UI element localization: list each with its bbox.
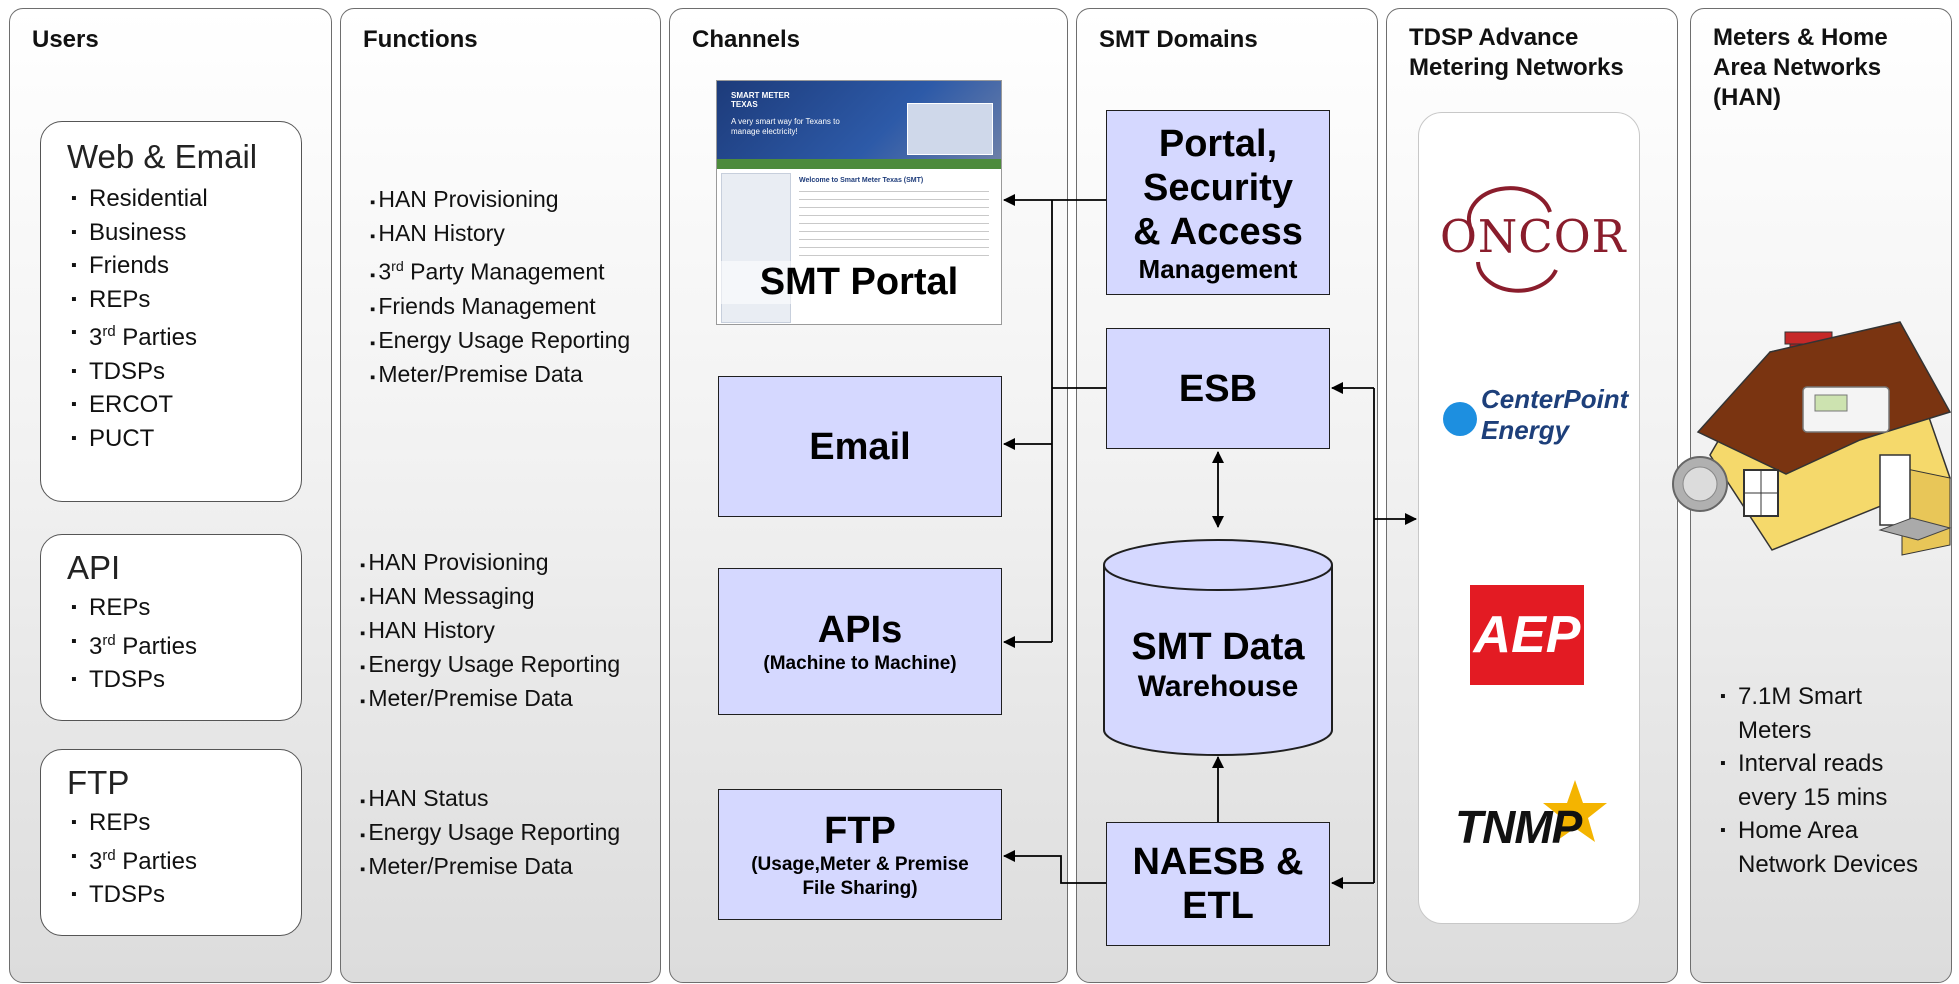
naesb-line2: ETL: [1182, 885, 1254, 927]
warehouse-line2: Warehouse: [1137, 670, 1299, 703]
api-users-box: API REPs 3rd Parties TDSPs: [40, 534, 302, 721]
oncor-label: ONCOR: [1440, 210, 1627, 263]
portal-security-line1: Portal,: [1158, 122, 1278, 165]
list-item: TDSPs: [71, 663, 197, 697]
list-item: Friends: [71, 249, 208, 283]
list-item: 7.1M Smart Meters: [1720, 680, 1935, 747]
portal-text-lines: [799, 191, 989, 261]
apis-label: APIs: [817, 608, 903, 651]
list-item: REPs: [71, 283, 208, 317]
list-item: TDSPs: [71, 355, 208, 389]
meters-facts-list: 7.1M Smart Meters Interval reads every 1…: [1720, 680, 1935, 881]
list-item: HAN Provisioning: [350, 547, 650, 581]
list-item: HAN Provisioning: [360, 184, 660, 218]
channels-column-title: Channels: [692, 26, 801, 53]
portal-brand: SMART METER TEXAS: [731, 91, 790, 109]
list-item: Business: [71, 216, 208, 250]
tdsp-column-title: TDSP Advance Metering Networks: [1409, 24, 1624, 81]
centerpoint-label: CenterPoint Energy: [1481, 384, 1629, 445]
email-label: Email: [809, 425, 911, 468]
ftp-title: FTP: [67, 764, 130, 801]
tdsp-networks-panel: [1418, 112, 1640, 924]
list-item: Meter/Premise Data: [350, 683, 650, 717]
list-item: Energy Usage Reporting: [360, 325, 660, 359]
warehouse-label: SMT Data Warehouse: [1104, 625, 1332, 705]
users-column-title: Users: [32, 26, 99, 53]
apis-sub-label: (Machine to Machine): [763, 652, 957, 674]
ftp-label: FTP: [824, 809, 896, 852]
list-item: REPs: [71, 591, 197, 625]
api-functions-list: HAN Provisioning HAN Messaging HAN Histo…: [350, 547, 650, 717]
warehouse-line1: SMT Data: [1131, 626, 1305, 668]
portal-security-line3: & Access: [1133, 210, 1303, 253]
list-item: PUCT: [71, 422, 208, 456]
portal-nav: [717, 159, 1001, 169]
portal-login-panel: [907, 103, 993, 155]
api-title: API: [67, 549, 121, 586]
smt-portal-label: SMT Portal: [717, 261, 1001, 304]
list-item: ERCOT: [71, 388, 208, 422]
portal-security-line4: Management: [1138, 253, 1298, 284]
list-item: REPs: [71, 806, 197, 840]
smt-portal-screenshot: SMART METER TEXAS A very smart way for T…: [716, 80, 1002, 325]
esb-label: ESB: [1178, 367, 1258, 410]
portal-security-line2: Security: [1143, 166, 1293, 209]
portal-welcome: Welcome to Smart Meter Texas (SMT): [799, 177, 924, 184]
aep-label: AEP: [1473, 606, 1581, 664]
ftp-channel-box: FTP (Usage,Meter & Premise File Sharing): [718, 789, 1002, 920]
apis-channel-box: APIs (Machine to Machine): [718, 568, 1002, 715]
list-item: Home Area Network Devices: [1720, 814, 1935, 881]
portal-security-box: Portal, Security & Access Management: [1106, 110, 1330, 295]
list-item: HAN History: [360, 218, 660, 252]
portal-tagline: A very smart way for Texans to manage el…: [731, 117, 840, 136]
esb-box: ESB: [1106, 328, 1330, 449]
list-item: 3rd Parties: [71, 840, 197, 879]
web-functions-list: HAN Provisioning HAN History 3rd Party M…: [360, 184, 660, 393]
list-item: Friends Management: [360, 291, 660, 325]
web-email-title: Web & Email: [67, 138, 258, 175]
web-email-user-list: Residential Business Friends REPs 3rd Pa…: [71, 182, 208, 455]
list-item: Interval reads every 15 mins: [1720, 747, 1935, 814]
naesb-line1: NAESB &: [1132, 841, 1304, 883]
ftp-sub-label: (Usage,Meter & Premise File Sharing): [751, 853, 969, 899]
list-item: HAN Messaging: [350, 581, 650, 615]
ftp-functions-list: HAN Status Energy Usage Reporting Meter/…: [350, 783, 650, 885]
naesb-etl-box: NAESB & ETL: [1106, 822, 1330, 946]
email-channel-box: Email: [718, 376, 1002, 517]
ftp-user-list: REPs 3rd Parties TDSPs: [71, 806, 197, 912]
portal-banner: SMART METER TEXAS A very smart way for T…: [717, 81, 1001, 159]
list-item: HAN History: [350, 615, 650, 649]
list-item: Residential: [71, 182, 208, 216]
list-item: 3rd Parties: [71, 316, 208, 355]
list-item: Meter/Premise Data: [360, 359, 660, 393]
list-item: Energy Usage Reporting: [350, 649, 650, 683]
web-email-users-box: Web & Email Residential Business Friends…: [40, 121, 302, 502]
list-item: HAN Status: [350, 783, 650, 817]
meters-column-title: Meters & Home Area Networks (HAN): [1713, 24, 1888, 111]
ftp-users-box: FTP REPs 3rd Parties TDSPs: [40, 749, 302, 936]
aep-logo: AEP: [1470, 585, 1584, 685]
smt-domains-column-title: SMT Domains: [1099, 26, 1258, 53]
centerpoint-dot-icon: [1443, 402, 1477, 436]
api-user-list: REPs 3rd Parties TDSPs: [71, 591, 197, 697]
list-item: Energy Usage Reporting: [350, 817, 650, 851]
tnmp-label: TNMP: [1455, 801, 1582, 853]
list-item: 3rd Parties: [71, 625, 197, 664]
list-item: TDSPs: [71, 878, 197, 912]
list-item: 3rd Party Management: [360, 252, 660, 291]
functions-column-title: Functions: [363, 26, 478, 53]
list-item: Meter/Premise Data: [350, 851, 650, 885]
